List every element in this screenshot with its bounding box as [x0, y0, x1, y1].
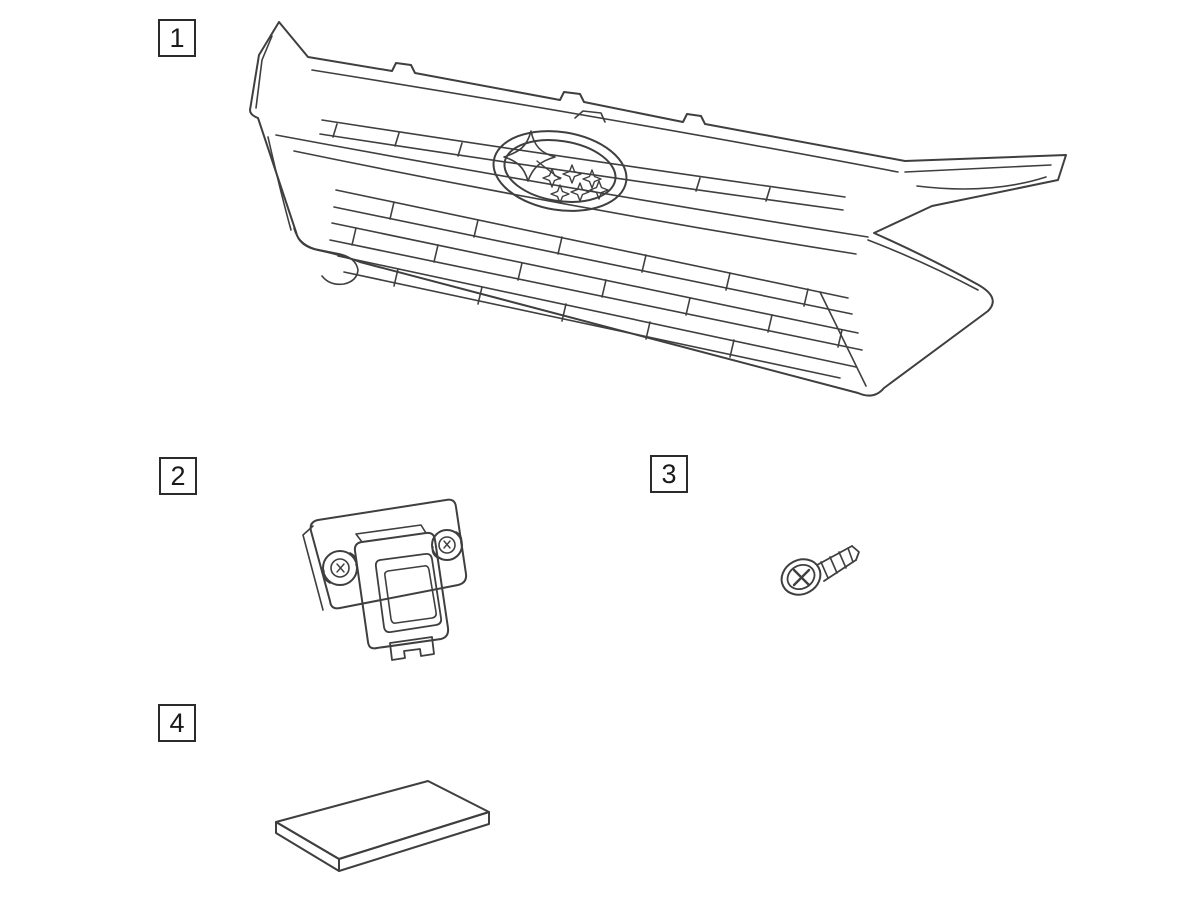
- grille-slat-divider: [457, 142, 463, 157]
- emblem-small-star: [582, 169, 602, 189]
- screw-thread: [847, 547, 854, 563]
- grille-lattice-divider: [729, 339, 735, 358]
- camera-assembly-drawing: [302, 498, 468, 661]
- grille-slat-divider: [695, 177, 701, 192]
- screw-cross: [443, 540, 451, 549]
- subaru-emblem: [492, 130, 628, 212]
- grille-lattice-divider: [477, 286, 483, 305]
- screw-washer: [780, 558, 822, 596]
- callout-label: 2: [170, 460, 186, 491]
- callout-label: 4: [169, 707, 185, 738]
- emblem-small-star: [562, 164, 582, 184]
- grille-lattice-divider: [393, 268, 399, 287]
- grille-lattice-divider: [433, 244, 439, 263]
- pad-drawing: [275, 780, 490, 872]
- grille-slat-divider: [765, 187, 771, 202]
- grille-lattice-divider: [641, 254, 647, 273]
- grille-lattice-divider: [725, 272, 731, 291]
- screw-cross: [792, 568, 811, 587]
- screw-shank: [816, 545, 853, 566]
- emblem-outer-ring: [492, 130, 628, 212]
- callout-box-4: 4: [158, 704, 196, 742]
- detail-line: [322, 570, 331, 584]
- grille-lattice-divider: [557, 236, 563, 255]
- detail-line: [293, 227, 359, 286]
- callout-label: 1: [169, 22, 185, 53]
- screw-tip: [851, 545, 860, 561]
- detail-line: [302, 525, 324, 611]
- screw-shank: [823, 559, 857, 582]
- screw-thread: [838, 551, 847, 569]
- detail-line: [293, 150, 857, 255]
- detail-line: [355, 524, 427, 543]
- grille-lattice-line: [343, 271, 841, 379]
- grille-lattice-divider: [473, 219, 479, 238]
- camera-connector: [389, 636, 435, 661]
- grille-lattice-divider: [685, 297, 691, 316]
- detail-line: [267, 136, 292, 231]
- camera-boss: [330, 558, 350, 578]
- detail-line: [867, 239, 979, 291]
- front-grille-drawing: [249, 21, 1067, 397]
- grille-lattice-divider: [389, 201, 395, 220]
- detail-line: [904, 164, 1052, 173]
- grille-lattice-divider: [837, 329, 843, 348]
- detail-line: [255, 35, 273, 109]
- grille-slat-divider: [394, 132, 400, 147]
- grille-lattice-divider: [803, 288, 809, 307]
- detail-line: [455, 531, 463, 544]
- pad-right-side: [338, 811, 490, 872]
- detail-line: [574, 110, 606, 123]
- screw-head: [786, 564, 816, 590]
- grille-lattice-line: [333, 206, 853, 315]
- grille-lattice-divider: [517, 262, 523, 281]
- callout-label: 3: [661, 458, 677, 489]
- camera-body: [353, 531, 450, 650]
- detail-line: [916, 176, 1047, 190]
- grille-lattice-divider: [561, 303, 567, 322]
- pad-left-side: [275, 821, 340, 872]
- pad-top-face: [275, 780, 490, 860]
- emblem-small-star: [550, 184, 570, 204]
- grille-lattice-line: [329, 239, 863, 351]
- emblem-small-star: [542, 168, 562, 188]
- grille-slat-line: [321, 119, 846, 198]
- callout-box-1: 1: [158, 19, 196, 57]
- camera-boss: [438, 536, 456, 554]
- callout-box-2: 2: [159, 457, 197, 495]
- camera-lens-face: [384, 565, 437, 624]
- emblem-small-star: [570, 182, 590, 202]
- detail-line: [819, 291, 867, 387]
- grille-lattice-divider: [351, 227, 357, 246]
- camera-bezel: [374, 552, 443, 634]
- detail-line: [311, 69, 899, 173]
- grille-lattice-line: [335, 189, 849, 299]
- screw-thread: [820, 561, 829, 579]
- emblem-inner-ring: [503, 139, 617, 203]
- emblem-small-star: [589, 180, 609, 200]
- grille-lattice-divider: [601, 279, 607, 298]
- grille-lattice-line: [337, 255, 857, 368]
- grille-lattice-line: [331, 222, 859, 334]
- grille-lattice-divider: [645, 321, 651, 340]
- screw-drawing: [780, 545, 860, 596]
- callout-box-3: 3: [650, 455, 688, 493]
- screw-thread: [829, 556, 838, 574]
- grille-slat-divider: [332, 123, 338, 138]
- grille-lattice-divider: [767, 314, 773, 333]
- camera-boss: [431, 529, 463, 561]
- detail-line: [275, 134, 869, 238]
- screw-cross: [336, 563, 345, 573]
- emblem-large-star: [503, 130, 556, 182]
